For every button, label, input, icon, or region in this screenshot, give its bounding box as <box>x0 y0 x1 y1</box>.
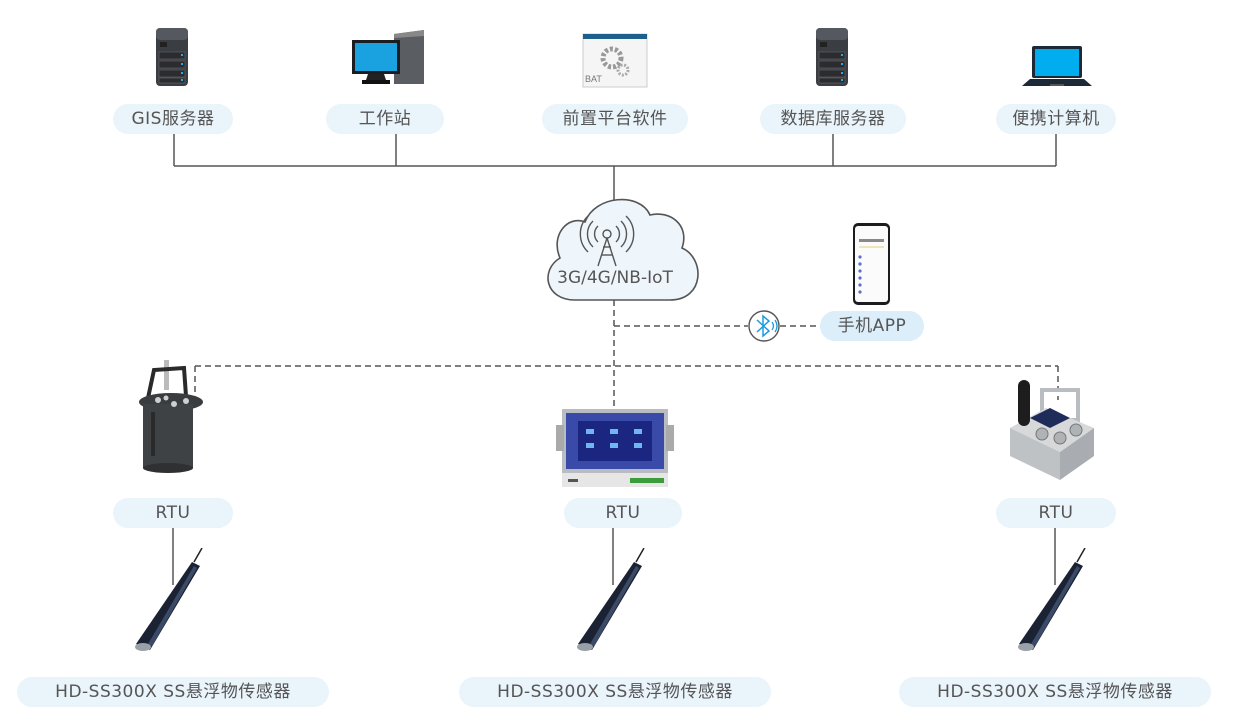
compact-rtu-icon <box>1010 380 1094 480</box>
node-label-gis-server: GIS服务器 <box>113 104 233 134</box>
bluetooth-icon <box>748 310 780 342</box>
touchscreen-rtu-icon <box>556 409 674 487</box>
node-label-front-platform: 前置平台软件 <box>542 104 688 134</box>
cloud-icon <box>547 198 699 301</box>
solid-bus <box>172 133 1057 585</box>
node-label-laptop: 便携计算机 <box>996 104 1116 134</box>
node-label-workstation: 工作站 <box>326 104 444 134</box>
sensor-label-1: HD-SS300X SS悬浮物传感器 <box>17 677 329 707</box>
rtu-label-2: RTU <box>564 498 682 528</box>
rtu-label-3: RTU <box>996 498 1116 528</box>
probe-sensor-icon <box>577 548 645 651</box>
sensor-label-2: HD-SS300X SS悬浮物传感器 <box>459 677 771 707</box>
sensor-label-3: HD-SS300X SS悬浮物传感器 <box>899 677 1211 707</box>
rtu-label-1: RTU <box>113 498 233 528</box>
cell-tower-icon <box>579 215 635 267</box>
bat-label: BAT <box>585 74 602 84</box>
cylindrical-rtu-icon <box>139 360 203 473</box>
laptop-icon <box>1022 46 1092 86</box>
mobile-app-label: 手机APP <box>820 311 924 341</box>
probe-sensor-icon <box>135 548 203 651</box>
server-icon <box>816 28 848 86</box>
probe-sensor-icon <box>1018 548 1086 651</box>
desktop-computer-icon <box>352 30 424 84</box>
dashed-wireless-links <box>194 300 1059 410</box>
server-icon <box>156 28 188 86</box>
network-label: 3G/4G/NB-IoT <box>557 268 673 288</box>
node-label-database-server: 数据库服务器 <box>760 104 906 134</box>
bat-software-icon: BAT <box>582 33 648 88</box>
smartphone-icon <box>853 223 890 305</box>
